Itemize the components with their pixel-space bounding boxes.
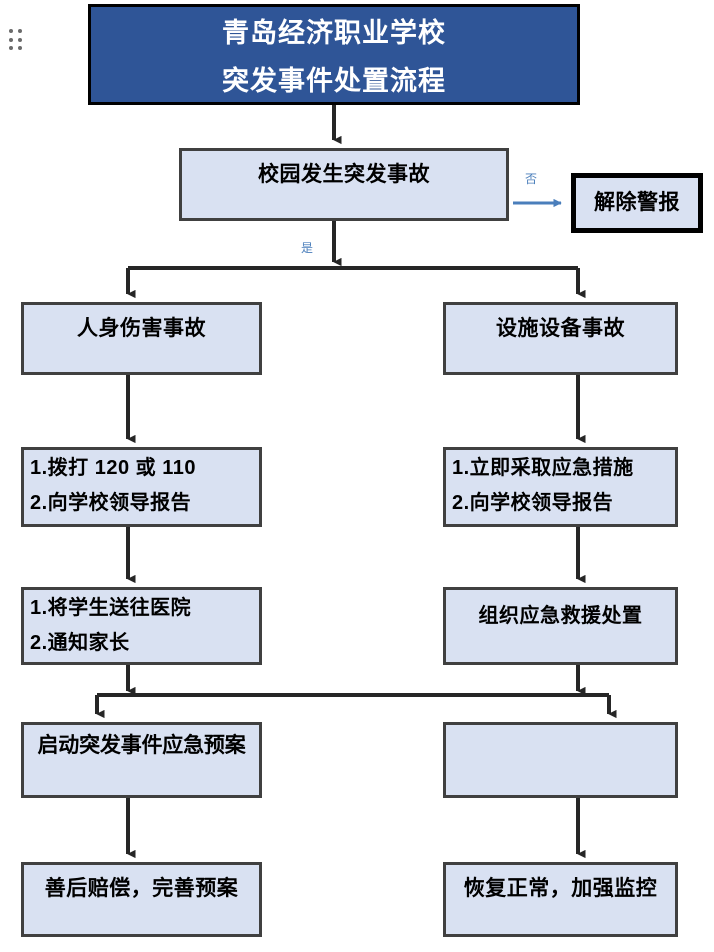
branch-label-yes: 是 bbox=[301, 241, 314, 255]
node-compensation-label: 善后赔偿，完善预案 bbox=[44, 877, 239, 900]
node-activate-plan-label: 启动突发事件应急预案 bbox=[37, 734, 246, 757]
handle-dot bbox=[9, 29, 13, 33]
node-report-facility-line-2: 2.向学校领导报告 bbox=[452, 492, 614, 514]
node-send-hospital-line-1: 1.将学生送往医院 bbox=[30, 597, 192, 619]
branch-label-no: 否 bbox=[525, 172, 538, 186]
node-restore-normal-label: 恢复正常，加强监控 bbox=[463, 877, 658, 900]
node-activate-plan[interactable]: 启动突发事件应急预案 bbox=[21, 722, 262, 798]
handle-dot bbox=[9, 37, 13, 42]
node-personal-injury[interactable]: 人身伤害事故 bbox=[21, 302, 262, 375]
node-call-emergency[interactable]: 1.拨打 120 或 110 2.向学校领导报告 bbox=[21, 447, 262, 527]
node-send-hospital-line-2: 2.通知家长 bbox=[30, 632, 130, 654]
node-call-emergency-line-2: 2.向学校领导报告 bbox=[30, 492, 192, 514]
node-facility-accident[interactable]: 设施设备事故 bbox=[443, 302, 678, 375]
node-organize-rescue-label: 组织应急救援处置 bbox=[478, 605, 643, 627]
handle-dot bbox=[18, 29, 22, 33]
handle-dot bbox=[9, 46, 13, 51]
node-clear-alarm-label: 解除警报 bbox=[594, 190, 680, 214]
node-organize-rescue[interactable]: 组织应急救援处置 bbox=[443, 587, 678, 665]
handle-dot bbox=[18, 46, 22, 51]
node-compensation[interactable]: 善后赔偿，完善预案 bbox=[21, 862, 262, 937]
node-call-emergency-line-1: 1.拨打 120 或 110 bbox=[30, 457, 196, 479]
node-incident[interactable]: 校园发生突发事故 bbox=[179, 148, 509, 221]
node-send-hospital[interactable]: 1.将学生送往医院 2.通知家长 bbox=[21, 587, 262, 665]
handle-dot bbox=[18, 37, 22, 42]
node-facility-accident-label: 设施设备事故 bbox=[496, 317, 625, 340]
node-personal-injury-label: 人身伤害事故 bbox=[77, 317, 206, 340]
node-restore-normal[interactable]: 恢复正常，加强监控 bbox=[443, 862, 678, 937]
node-report-facility-line-1: 1.立即采取应急措施 bbox=[452, 457, 634, 479]
node-clear-alarm[interactable]: 解除警报 bbox=[571, 173, 703, 233]
chart-title-line-1: 青岛经济职业学校 bbox=[222, 18, 446, 48]
node-empty-right[interactable] bbox=[443, 722, 678, 798]
node-incident-label: 校园发生突发事故 bbox=[258, 163, 430, 186]
drag-handle-dots-icon[interactable] bbox=[9, 29, 23, 51]
chart-title-line-2: 突发事件处置流程 bbox=[222, 66, 446, 96]
chart-title-box: 青岛经济职业学校 突发事件处置流程 bbox=[88, 4, 580, 105]
node-report-facility[interactable]: 1.立即采取应急措施 2.向学校领导报告 bbox=[443, 447, 678, 527]
